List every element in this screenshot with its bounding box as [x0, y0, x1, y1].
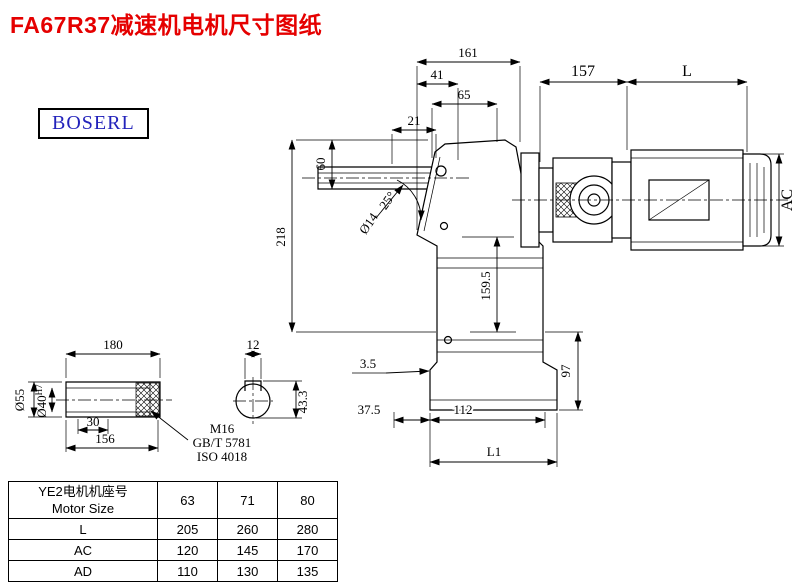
dim-112-text: 112 — [453, 402, 472, 417]
dim-3-5: 3.5 — [352, 356, 430, 375]
dim-161-text: 161 — [458, 45, 478, 60]
page-title: FA67R37减速机电机尺寸图纸 — [10, 12, 323, 38]
dim-L1-text: L1 — [487, 444, 501, 459]
dim-218: 218 — [273, 139, 296, 333]
dim-159-5: 159.5 — [462, 236, 516, 333]
dia14-text: Ø14 — [356, 210, 381, 237]
dim-L-text: L — [682, 63, 692, 80]
dim-97: 97 — [545, 331, 583, 411]
angle-25-text: 25° — [376, 189, 399, 213]
dim-157-text: 157 — [571, 63, 595, 80]
dia40-tolerance: H7 — [34, 384, 44, 395]
dim-AC: AC — [745, 153, 796, 247]
dim-21-text: 21 — [408, 113, 421, 128]
dim-L: L — [626, 63, 748, 152]
row-AC-value-1: 145 — [217, 539, 278, 561]
table-header-en: Motor Size — [51, 501, 115, 516]
dia55-text: Ø55 — [12, 389, 27, 411]
dim-180: 180 — [65, 337, 161, 378]
row-L-value-2: 280 — [277, 518, 338, 540]
row-L-value-0: 205 — [157, 518, 218, 540]
row-AD-value-2: 135 — [277, 560, 338, 582]
thread-note-line2: GB/T 5781 — [193, 435, 252, 450]
callout-dia14: Ø14 — [356, 184, 404, 237]
dim-37-5: 37.5 — [358, 402, 431, 428]
dim-AC-text: AC — [779, 189, 796, 211]
dim-3-5-text: 3.5 — [360, 356, 376, 371]
row-AD-label: AD — [8, 560, 158, 582]
dim-156: 156 — [65, 420, 159, 452]
dim-156-text: 156 — [95, 431, 115, 446]
reference-lines — [296, 139, 436, 333]
dim-dia40: Ø40H7 — [34, 384, 56, 418]
dim-60: 60 — [313, 139, 352, 190]
dim-30-text: 30 — [87, 414, 100, 429]
dia40-base: Ø40 — [34, 395, 49, 417]
thread-note-line1: M16 — [210, 421, 235, 436]
dim-37-5-text: 37.5 — [358, 402, 381, 417]
dim-112: 112 — [429, 400, 546, 428]
thread-note: M16 GB/T 5781 ISO 4018 — [150, 410, 252, 464]
shaft-hatch — [135, 382, 160, 417]
motor-size-table: YE2电机机座号 Motor Size 63 71 80 L 205 260 2… — [8, 481, 338, 582]
bolt-hole-low — [443, 335, 453, 345]
row-L-value-1: 260 — [217, 518, 278, 540]
brand-logo: BOSERL — [38, 108, 149, 139]
table-row-AD: AD 110 130 135 — [8, 560, 338, 582]
dim-30: 30 — [77, 414, 109, 434]
row-AC-value-2: 170 — [277, 539, 338, 561]
row-AD-value-1: 130 — [217, 560, 278, 582]
shaft-section-view — [233, 377, 273, 424]
dim-157: 157 — [539, 63, 628, 162]
dim-97-text: 97 — [558, 364, 573, 378]
dim-L1: L1 — [429, 413, 558, 467]
dim-dia55: Ø55 — [12, 381, 62, 418]
dim-60-text: 60 — [313, 158, 328, 171]
shaft-detail-view: 180 Ø55 Ø40H7 30 — [12, 337, 310, 464]
bolt-hole-mid — [439, 221, 449, 231]
dim-218-text: 218 — [273, 227, 288, 247]
table-header-cn: YE2电机机座号 — [38, 484, 128, 499]
dim-12: 12 — [244, 337, 262, 379]
dim-43-3-text: 43.3 — [295, 391, 310, 414]
dim-161: 161 — [416, 45, 521, 230]
bolt-hole-top — [435, 165, 447, 177]
thread-note-line3: ISO 4018 — [197, 449, 247, 464]
table-header-size-71: 71 — [217, 481, 278, 519]
row-AD-value-0: 110 — [157, 560, 218, 582]
dim-41-text: 41 — [431, 67, 444, 82]
dia40-text: Ø40H7 — [34, 384, 49, 418]
row-L-label: L — [8, 518, 158, 540]
table-header-row: YE2电机机座号 Motor Size 63 71 80 — [8, 481, 338, 519]
dim-43-3: 43.3 — [256, 380, 310, 419]
dim-159-5-text: 159.5 — [478, 271, 493, 300]
table-header-motor-size: YE2电机机座号 Motor Size — [8, 481, 158, 519]
table-header-size-80: 80 — [277, 481, 338, 519]
dim-65-text: 65 — [458, 87, 471, 102]
row-AC-label: AC — [8, 539, 158, 561]
dim-41: 41 — [416, 67, 459, 160]
table-row-AC: AC 120 145 170 — [8, 539, 338, 561]
table-header-size-63: 63 — [157, 481, 218, 519]
row-AC-value-0: 120 — [157, 539, 218, 561]
table-row-L: L 205 260 280 — [8, 518, 338, 540]
dim-21: 21 — [391, 113, 437, 164]
dim-12-text: 12 — [247, 337, 260, 352]
dim-180-text: 180 — [103, 337, 123, 352]
